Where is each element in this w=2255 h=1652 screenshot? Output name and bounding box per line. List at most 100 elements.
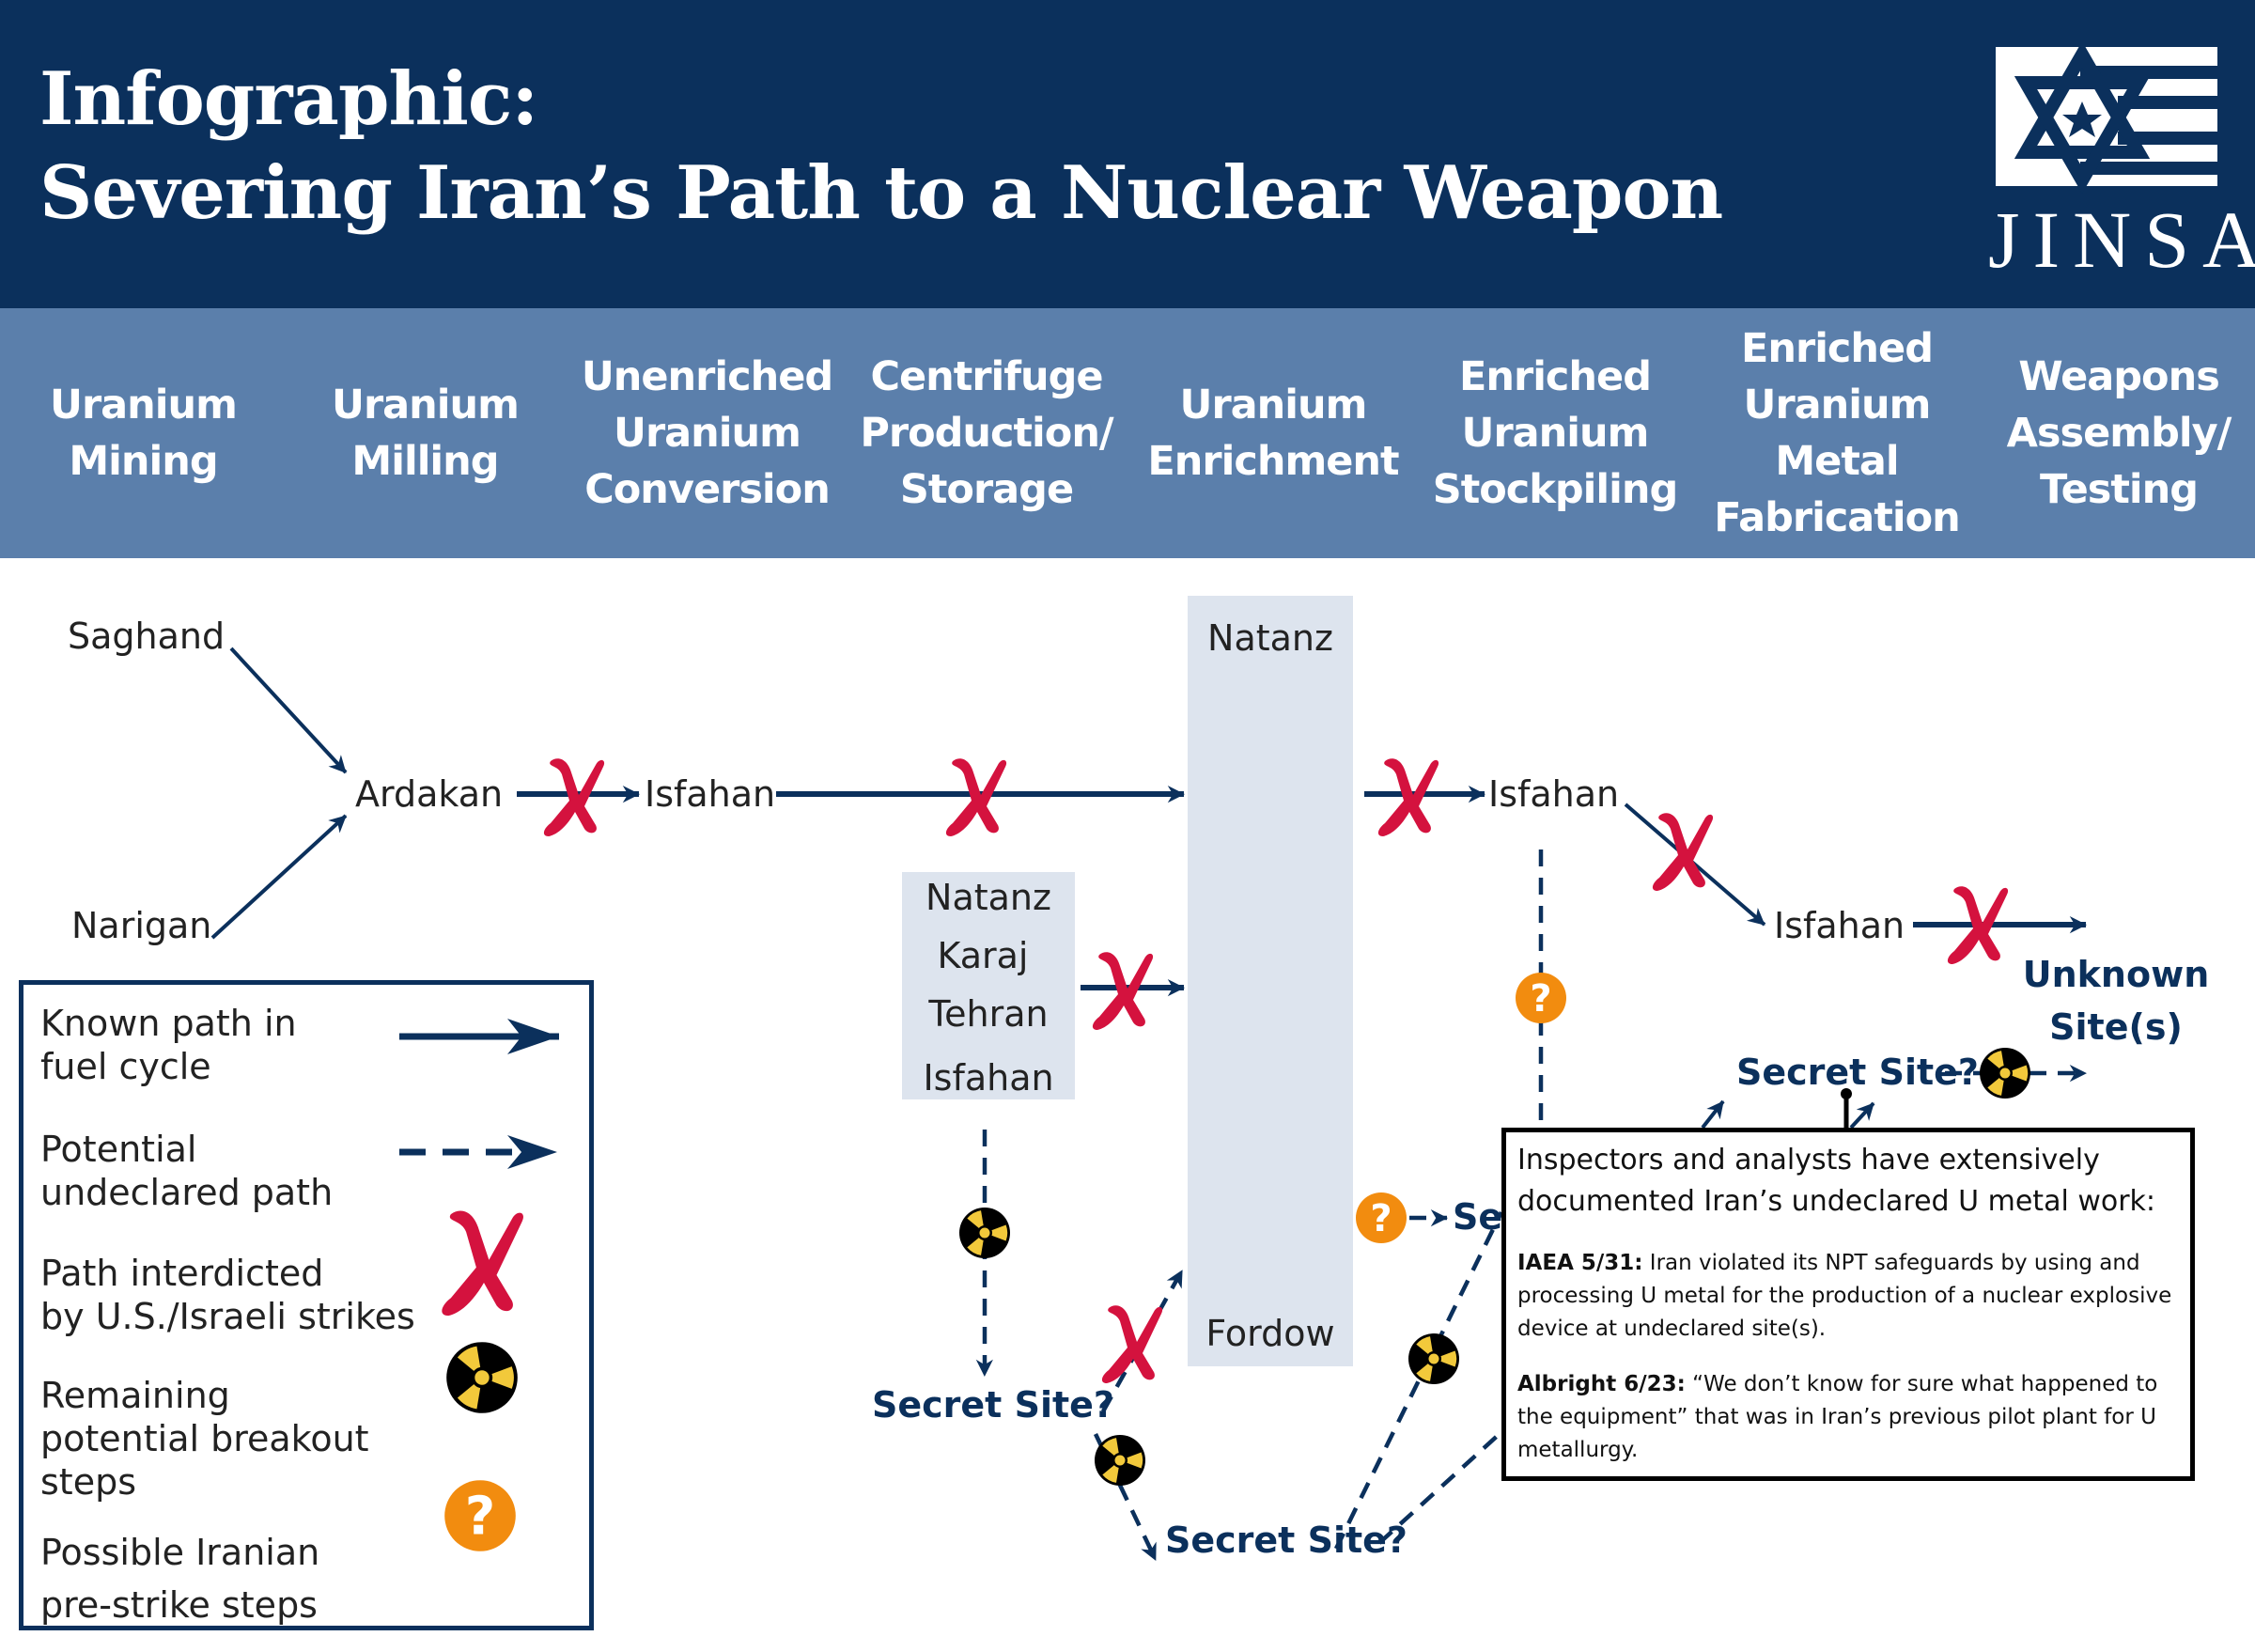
legend-remaining-breakout: Remaining potential breakout steps — [40, 1374, 369, 1504]
stage-enriched-stockpiling: Enriched Uranium Stockpiling — [1428, 308, 1682, 558]
path-narigan-ardakan — [210, 814, 348, 940]
stage-uranium-enrichment: Uranium Enrichment — [1142, 308, 1405, 558]
stage-label: Metal — [1775, 438, 1899, 485]
legend-icons: ? — [399, 1019, 559, 1551]
legend-label: potential breakout — [40, 1418, 369, 1459]
callout-text: “We don’t know for sure what happened to… — [1517, 1372, 2158, 1462]
stage-uranium-mining: Uranium Mining — [28, 308, 258, 558]
callout-text: Iran violated its NPT safeguards by usin… — [1517, 1251, 2172, 1341]
stage-label: Enriched — [1459, 353, 1652, 400]
stage-label: Uranium — [1461, 410, 1650, 457]
stage-label: Milling — [351, 438, 499, 485]
question-icon — [1356, 1192, 1407, 1243]
callout-entry-iaea: IAEA 5/31: Iran violated its NPT safegua… — [1517, 1247, 2179, 1346]
stage-label: Assembly/ — [2006, 410, 2232, 457]
question-icon: ? — [444, 1480, 516, 1551]
solid-arrow-head — [507, 1019, 559, 1054]
secret-site-lower: Secret Site? — [1165, 1520, 1407, 1561]
star-of-david-flag-icon — [1996, 47, 2217, 195]
site-centrifuge-isfahan: Isfahan — [923, 1057, 1053, 1099]
site-isfahan-metal: Isfahan — [1774, 905, 1905, 946]
red-x-icon — [543, 758, 605, 836]
stage-label: Uranium — [1743, 382, 1932, 429]
legend: Known path in fuel cycle Potential undec… — [19, 980, 594, 1630]
callout-source: IAEA 5/31: — [1517, 1251, 1643, 1275]
arrow-tip-left — [1701, 1099, 1725, 1130]
red-x-icon — [1652, 813, 1714, 891]
u-metal-callout: Inspectors and analysts have extensively… — [1501, 1128, 2195, 1481]
stage-metal-fabrication: Enriched Uranium Metal Fabrication — [1705, 308, 1968, 558]
stage-label: Testing — [2039, 466, 2199, 513]
stage-centrifuge-production: Centrifuge Production/ Storage — [850, 308, 1123, 558]
stage-label: Uranium — [50, 382, 238, 429]
red-x-icon — [1377, 758, 1439, 836]
fuel-cycle-stages: Uranium Mining Uranium Milling Unenriche… — [0, 308, 2255, 558]
site-centrifuge-tehran: Tehran — [927, 993, 1048, 1035]
stage-label: Unenriched — [581, 353, 833, 400]
question-icon — [1516, 973, 1566, 1023]
centrifuge-sites-box — [902, 872, 1075, 1099]
red-x-icon — [442, 1210, 523, 1317]
legend-label: Known path in — [40, 1003, 297, 1044]
path-dashed-secret-up — [1333, 1211, 1504, 1550]
stage-label: Uranium — [332, 382, 520, 429]
path-dashed-secret-secret — [1093, 1433, 1159, 1561]
legend-known-path: Known path in fuel cycle — [40, 1002, 297, 1088]
stage-label: Conversion — [584, 466, 831, 513]
radiation-icon — [1095, 1435, 1150, 1486]
legend-label: fuel cycle — [40, 1046, 211, 1087]
radiation-icon — [1980, 1048, 2035, 1099]
secret-site-partial: Se — [1453, 1196, 1502, 1238]
stage-label: Uranium — [1179, 382, 1368, 429]
radiation-icon — [1408, 1333, 1464, 1384]
stage-label: Enriched — [1741, 325, 1934, 372]
svg-text:?: ? — [465, 1487, 495, 1548]
site-isfahan-conversion: Isfahan — [645, 773, 775, 815]
legend-potential-path: Potential undeclared path — [40, 1128, 333, 1214]
stage-unenriched-conversion: Unenriched Uranium Conversion — [581, 308, 833, 558]
site-fordow: Fordow — [1205, 1313, 1334, 1354]
stage-label: Mining — [69, 438, 218, 485]
stage-label: Fabrication — [1714, 494, 1961, 541]
site-saghand: Saghand — [68, 616, 225, 657]
site-natanz-enrichment: Natanz — [1207, 617, 1333, 659]
header-banner: Infographic: Severing Iran’s Path to a N… — [0, 0, 2255, 308]
dashed-arrow-head — [507, 1135, 557, 1169]
jinsa-logo-text: JINSA — [1988, 195, 2255, 285]
legend-interdicted: Path interdicted by U.S./Israeli strikes — [40, 1252, 415, 1338]
legend-label: steps — [40, 1461, 136, 1503]
legend-label: undeclared path — [40, 1172, 334, 1213]
stage-label: Storage — [899, 466, 1074, 513]
legend-label: Possible Iranian — [40, 1532, 320, 1573]
arrow-tip-right — [1849, 1101, 1875, 1130]
page-title: Severing Iran’s Path to a Nuclear Weapon — [39, 150, 1723, 236]
callout-pointer-dot — [1841, 1088, 1852, 1099]
legend-label: Remaining — [40, 1375, 230, 1416]
stage-label: Centrifuge — [870, 353, 1103, 400]
callout-intro: Inspectors and analysts have extensively… — [1517, 1144, 2156, 1218]
site-narigan: Narigan — [71, 905, 211, 946]
site-unknown-line2: Site(s) — [2049, 1006, 2183, 1048]
site-centrifuge-karaj: Karaj — [937, 935, 1028, 976]
radiation-icon — [446, 1342, 518, 1413]
title-line-1: Infographic: — [39, 56, 538, 142]
radiation-icon — [959, 1208, 1015, 1258]
site-centrifuge-natanz: Natanz — [925, 877, 1051, 918]
legend-label: Potential — [40, 1129, 197, 1170]
fuel-cycle-diagram: ? Saghand Narigan Ardakan Isfahan Natanz… — [68, 596, 2210, 1561]
legend-label: pre-strike steps — [40, 1584, 318, 1626]
stage-weapons-assembly: Weapons Assembly/ Testing — [1992, 308, 2246, 558]
stage-label: Stockpiling — [1432, 466, 1679, 513]
legend-label: Path interdicted — [40, 1253, 324, 1294]
stage-label: Production/ — [860, 410, 1113, 457]
secret-site-centrifuge: Secret Site? — [872, 1384, 1114, 1426]
site-unknown-line1: Unknown — [2023, 954, 2210, 995]
red-x-icon — [1092, 952, 1154, 1030]
legend-label: by U.S./Israeli strikes — [40, 1296, 415, 1337]
callout-entry-albright: Albright 6/23: “We don’t know for sure w… — [1517, 1368, 2179, 1467]
callout-source: Albright 6/23: — [1517, 1372, 1686, 1396]
secret-site-metal: Secret Site? — [1736, 1052, 1979, 1093]
stage-label: Enrichment — [1147, 438, 1399, 485]
stage-label: Uranium — [614, 410, 801, 457]
site-ardakan: Ardakan — [355, 773, 503, 815]
